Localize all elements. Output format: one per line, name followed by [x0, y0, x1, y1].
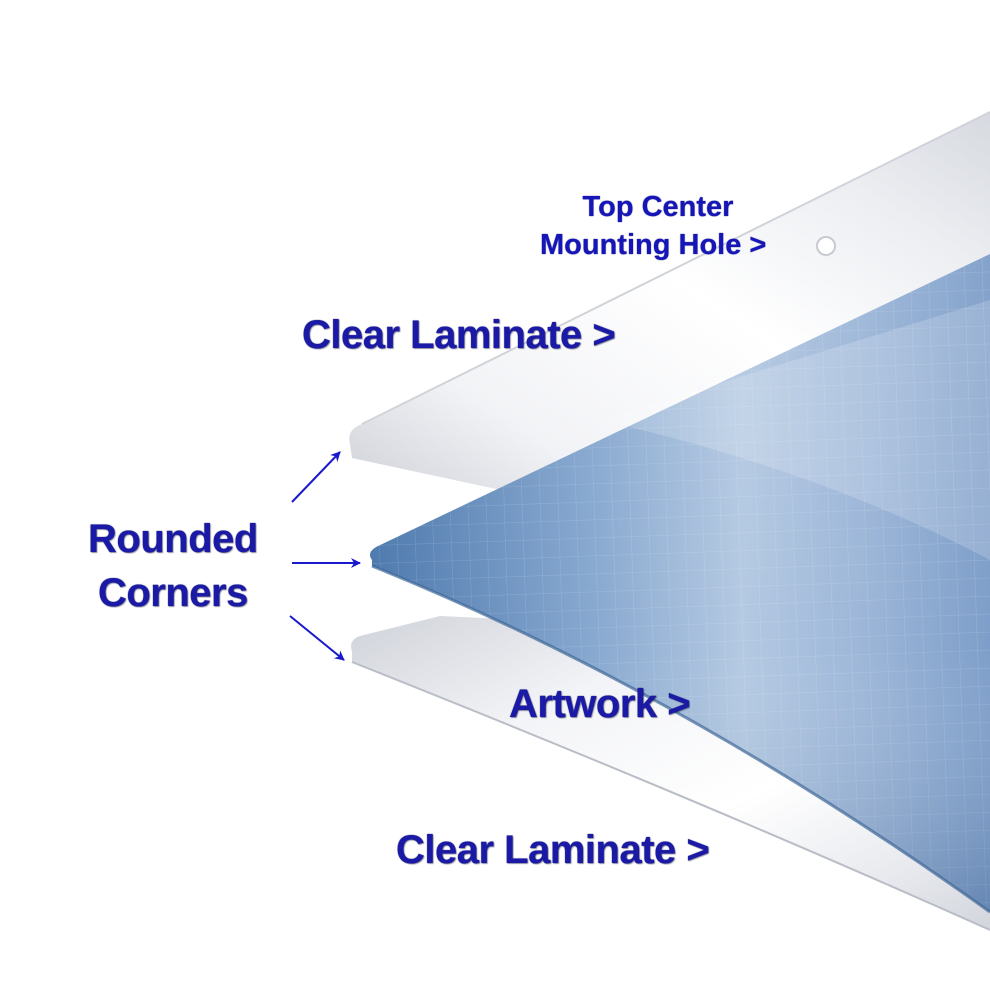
clear-laminate-top-label: Clear Laminate >: [302, 313, 616, 357]
rounded-corners-line1: Rounded: [88, 517, 258, 561]
clear-laminate-bottom-label: Clear Laminate >: [396, 828, 710, 872]
artwork-lower-edge: [371, 564, 990, 914]
rounded-corners-line2: Corners: [97, 571, 248, 615]
mounting-hole-label-line1: Top Center: [582, 191, 734, 223]
rounded-corners-label: Rounded Corners: [88, 512, 258, 620]
bottom-laminate-edge: [351, 661, 990, 931]
arrow-icon: [289, 615, 345, 661]
circle-hole-icon: [816, 236, 836, 256]
mounting-hole-label: Top Center Mounting Hole >: [540, 188, 800, 264]
arrow-icon: [291, 451, 341, 503]
mounting-hole-label-line2: Mounting Hole >: [540, 229, 767, 261]
artwork-highlight: [600, 300, 990, 560]
top-laminate-edge: [361, 111, 990, 425]
artwork-shade: [370, 254, 990, 912]
artwork-label: Artwork >: [509, 682, 691, 726]
